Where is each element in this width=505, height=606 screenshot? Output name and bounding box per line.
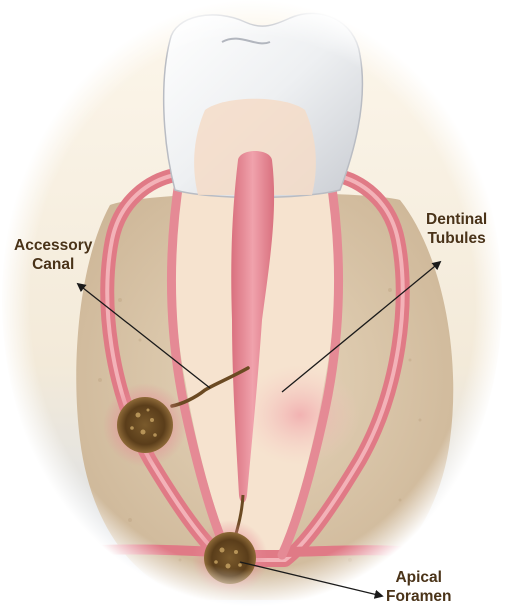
accessory-canal-label-line2: Canal	[14, 255, 92, 274]
apical-foramen-label-line1: Apical	[386, 568, 451, 587]
apical-foramen-label: Apical Foramen	[386, 568, 451, 606]
dentinal-tubules-label-line1: Dentinal	[426, 210, 487, 229]
dentinal-tubules-label-line2: Tubules	[426, 229, 487, 248]
apical-foramen-label-line2: Foramen	[386, 587, 451, 606]
accessory-canal-label: Accessory Canal	[14, 236, 92, 274]
dentinal-tubules-label: Dentinal Tubules	[426, 210, 487, 248]
accessory-canal-label-line1: Accessory	[14, 236, 92, 255]
